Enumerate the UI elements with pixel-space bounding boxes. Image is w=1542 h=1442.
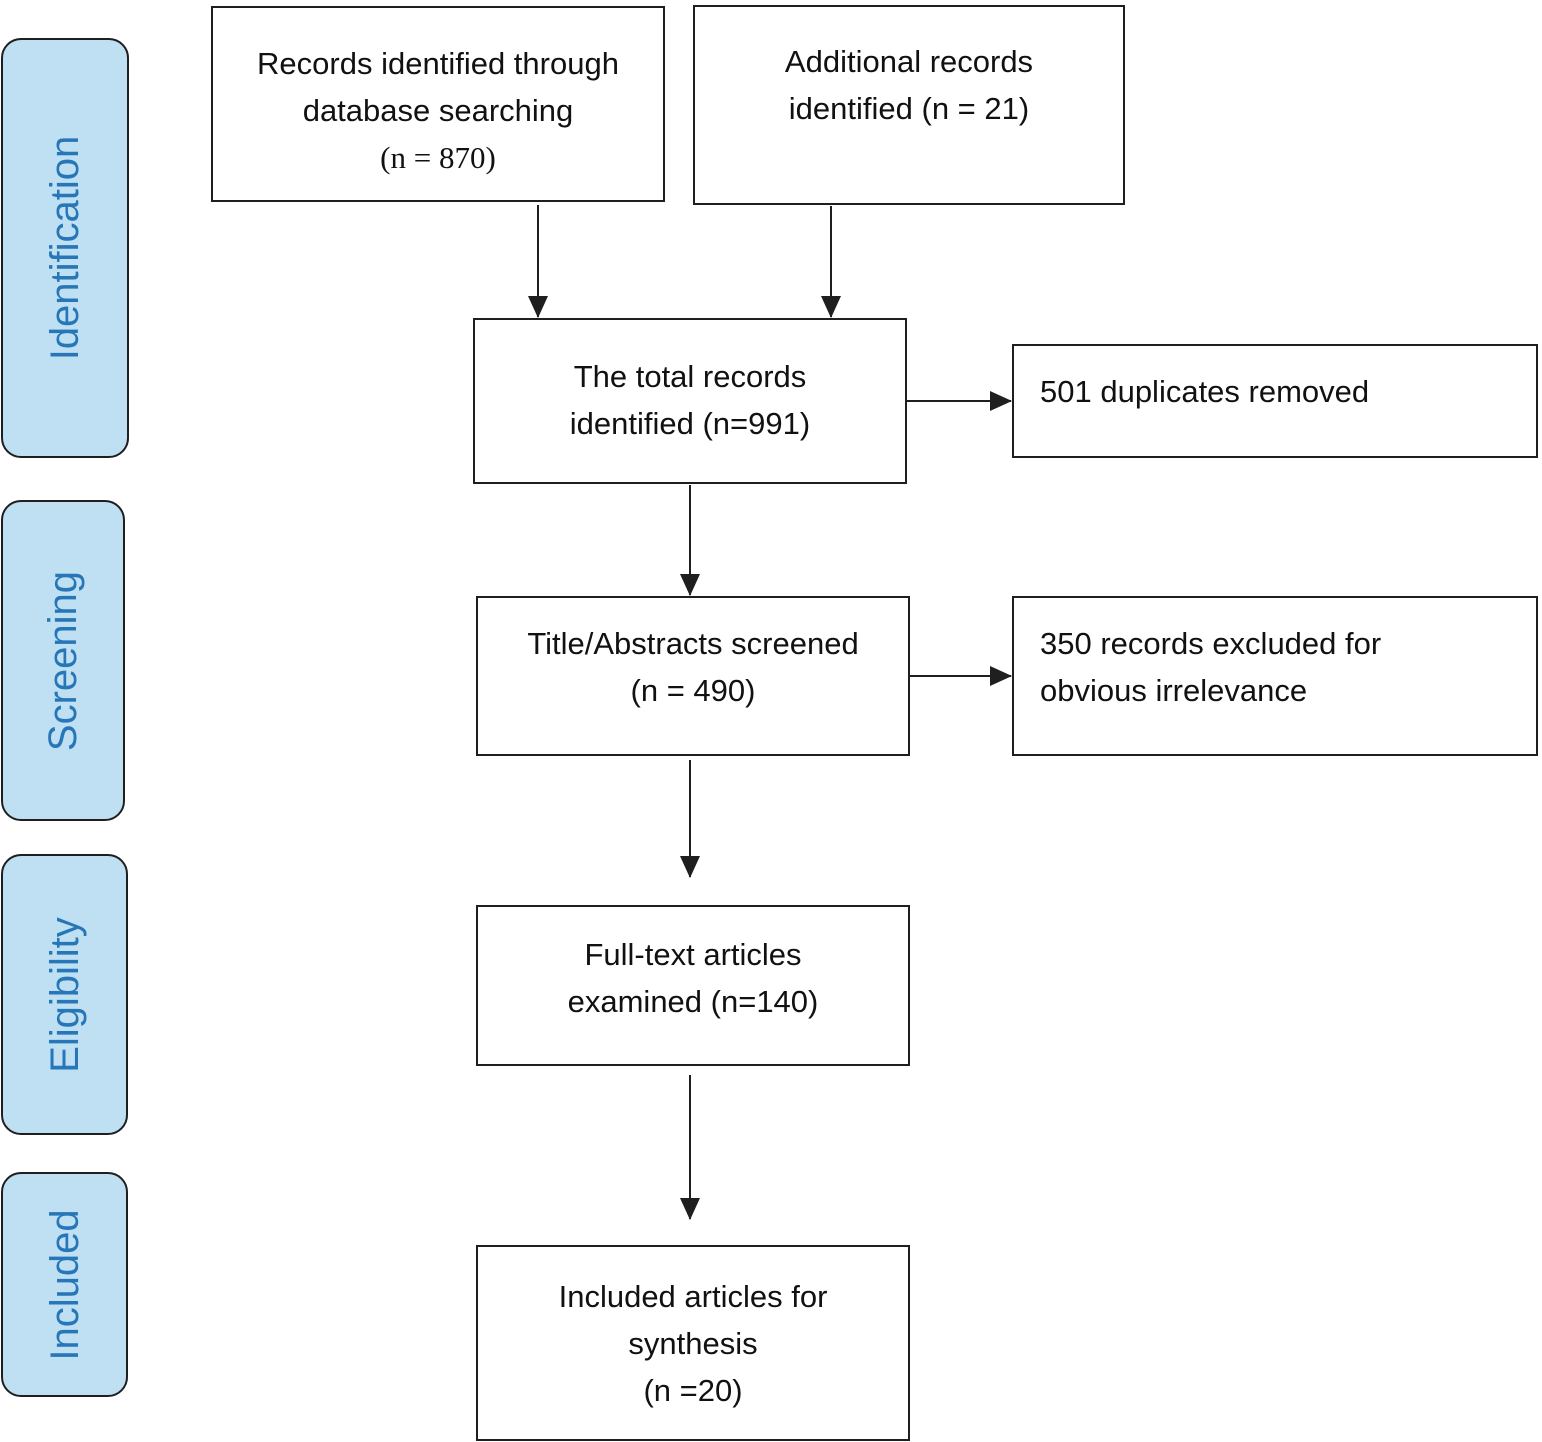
screened-line-2: (n = 490): [630, 673, 756, 708]
additional-records-line-1: Additional records: [784, 44, 1034, 79]
full-text-line-1: Full-text articles: [584, 937, 802, 972]
database-records-line-3: (n = 870): [380, 140, 496, 175]
excluded-line-2: obvious irrelevance: [1040, 673, 1308, 708]
included-articles-line-3: (n =20): [643, 1373, 743, 1408]
full-text-line-2: examined (n=140): [567, 984, 819, 1019]
screened-line-1: Title/Abstracts screened: [527, 626, 859, 661]
phase-included: Included: [1, 1172, 128, 1397]
included-articles-line-2: synthesis: [628, 1326, 758, 1361]
duplicates-removed-box: 501 duplicates removed: [1012, 344, 1538, 458]
excluded-line-1: 350 records excluded for: [1040, 626, 1382, 661]
additional-records-box: Additional records identified (n = 21): [693, 5, 1125, 205]
phase-identification: Identification: [1, 38, 129, 458]
total-records-line-1: The total records: [573, 359, 807, 394]
duplicates-removed-text: 501 duplicates removed: [1040, 374, 1370, 409]
phase-eligibility: Eligibility: [1, 854, 128, 1135]
excluded-box: 350 records excluded for obvious irrelev…: [1012, 596, 1538, 756]
database-records-line-1: Records identified through: [257, 46, 619, 81]
full-text-box: Full-text articles examined (n=140): [476, 905, 910, 1066]
included-articles-line-1: Included articles for: [558, 1279, 828, 1314]
phase-screening: Screening: [1, 500, 125, 821]
total-records-line-2: identified (n=991): [569, 406, 811, 441]
additional-records-line-2: identified (n = 21): [788, 91, 1030, 126]
database-records-box: Records identified through database sear…: [211, 6, 665, 202]
database-records-line-2: database searching: [302, 93, 574, 128]
screened-box: Title/Abstracts screened (n = 490): [476, 596, 910, 756]
total-records-box: The total records identified (n=991): [473, 318, 907, 484]
included-articles-box: Included articles for synthesis (n =20): [476, 1245, 910, 1441]
